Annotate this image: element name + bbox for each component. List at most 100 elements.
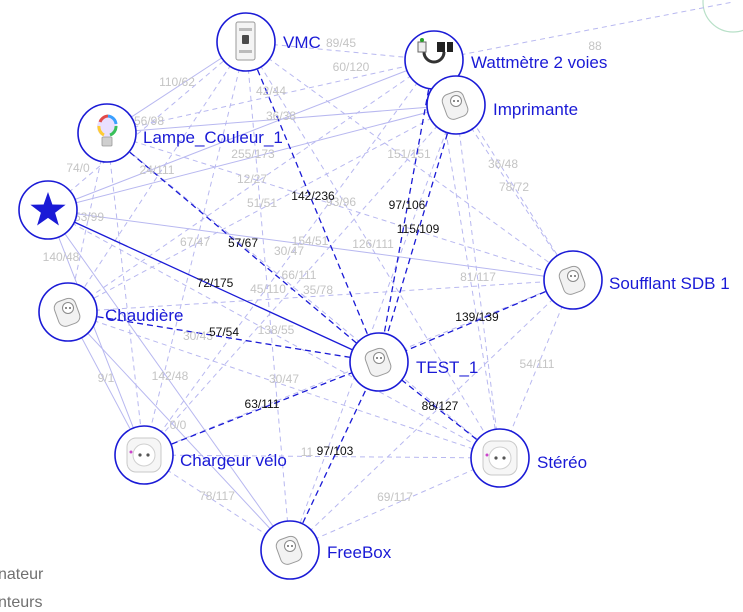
node-label-chaudiere: Chaudière <box>105 306 183 325</box>
node-vmc[interactable]: VMC <box>216 12 321 72</box>
legend-routers-text: nteurs <box>0 594 43 611</box>
edge-line <box>67 41 247 313</box>
edge-line <box>378 59 435 363</box>
edge-label: 36/48 <box>488 157 518 171</box>
edge-label: 126/111 <box>352 237 394 251</box>
edge-label: 142/236 <box>291 189 335 203</box>
legend-coordinator-text: nateur <box>0 566 44 583</box>
node-label-imprimante: Imprimante <box>493 100 578 119</box>
edge-label: 255/173 <box>231 147 275 161</box>
node-freebox[interactable]: FreeBox <box>260 520 392 580</box>
edge-line <box>433 1 734 61</box>
edge-label: 0/0 <box>170 418 187 432</box>
edge-label: 93/96 <box>326 195 356 209</box>
edge-label: 63/111 <box>245 397 280 411</box>
smart-plug-icon <box>275 535 303 565</box>
edge-label: 89/45 <box>326 36 356 50</box>
edge-label: 151/151 <box>387 147 431 161</box>
edge-line <box>47 209 380 363</box>
edge-line <box>245 41 380 363</box>
edge-label: 12/27 <box>237 172 267 186</box>
node-label-vmc: VMC <box>283 33 321 52</box>
node-coordinator[interactable] <box>18 180 78 240</box>
edge-label: 74/0 <box>66 161 90 175</box>
nodes-layer: VMC Wattmètre 2 voies Imprimante <box>18 12 730 580</box>
edge-label: 69/117 <box>377 490 413 504</box>
edge-label: 139/139 <box>455 310 499 324</box>
edge-line <box>245 41 291 551</box>
color-bulb-icon <box>97 114 118 147</box>
edge-label: 54/111 <box>520 357 555 371</box>
smart-plug-icon <box>53 297 81 327</box>
strong-edge-labels: 142/236 97/106 115/109 57/67 72/175 57/5… <box>197 189 499 458</box>
node-soufflant[interactable]: Soufflant SDB 1 <box>543 250 730 310</box>
edge-label: 57/54 <box>209 325 239 339</box>
edge-label: 115/109 <box>397 222 440 236</box>
edge-line <box>47 209 145 456</box>
edge-label: 140/48 <box>43 250 80 264</box>
edge-line <box>47 41 247 211</box>
edge-label: 97/106 <box>389 198 426 212</box>
edge-label: 88 <box>588 39 602 53</box>
edge-line <box>143 104 457 456</box>
edge-line <box>289 104 457 551</box>
edge-line <box>289 361 380 551</box>
node-test1[interactable]: TEST_1 <box>349 332 478 392</box>
edge-line <box>67 132 108 313</box>
edge-label: 24/111 <box>140 163 175 177</box>
edge-line <box>67 311 501 459</box>
edge-label: 97/103 <box>317 444 354 458</box>
edge-line <box>106 132 574 281</box>
edge-line <box>67 104 457 313</box>
clamp-meter-icon <box>417 38 453 64</box>
node-label-wattmetre: Wattmètre 2 voies <box>471 53 607 72</box>
edge-line <box>143 41 247 456</box>
node-chargeur[interactable]: Chargeur vélo <box>114 425 287 485</box>
edge-line <box>289 279 574 551</box>
edge-label: 67/47 <box>180 235 210 249</box>
strong-edges-layer <box>47 41 574 551</box>
faint-edge-labels: 89/45 60/120 88 110/62 42/44 56/98 36/38… <box>43 36 602 504</box>
edge-line <box>455 104 574 281</box>
round-socket-icon <box>126 437 162 473</box>
edge-line <box>245 41 435 61</box>
edge-label: 57/67 <box>228 236 258 250</box>
edge-line <box>245 41 501 459</box>
node-wattmetre[interactable]: Wattmètre 2 voies <box>404 30 607 90</box>
smart-plug-icon <box>364 347 392 377</box>
edge-line <box>47 104 457 211</box>
edge-line <box>47 59 435 211</box>
node-chaudiere[interactable]: Chaudière <box>38 282 183 342</box>
edge-label: 51/51 <box>247 196 277 210</box>
edge-label: 36/38 <box>266 109 296 123</box>
edge-line <box>47 209 574 281</box>
edge-label: 88/127 <box>422 399 459 413</box>
edge-line <box>106 104 457 134</box>
edge-label: 78/117 <box>199 489 235 503</box>
edge-label: 30/47 <box>274 244 304 258</box>
edge-line <box>47 209 501 459</box>
edge-label: 42/44 <box>256 84 286 98</box>
offscreen-node[interactable] <box>702 0 743 33</box>
edge-label: 142/48 <box>152 369 189 383</box>
edge-label: 78/72 <box>499 180 529 194</box>
edge-line <box>67 59 435 313</box>
edge-label: 72/175 <box>197 276 234 290</box>
node-label-chargeur: Chargeur vélo <box>180 451 287 470</box>
node-label-soufflant: Soufflant SDB 1 <box>609 274 730 293</box>
edge-label: 11 <box>301 445 314 459</box>
node-lampe[interactable]: Lampe_Couleur_1 <box>77 103 283 163</box>
node-stereo[interactable]: Stéréo <box>470 428 587 488</box>
edge-line <box>245 41 574 281</box>
edge-line <box>289 457 501 551</box>
smart-plug-icon <box>441 90 469 120</box>
edge-label: 110/62 <box>159 75 195 89</box>
edge-label: 35/78 <box>303 283 333 297</box>
edge-line <box>67 279 574 313</box>
node-imprimante[interactable]: Imprimante <box>426 75 578 135</box>
edge-label: 56/98 <box>134 114 164 128</box>
edge-line <box>106 132 501 459</box>
edge-label: 154/51 <box>292 234 329 248</box>
edge-line <box>143 59 435 456</box>
